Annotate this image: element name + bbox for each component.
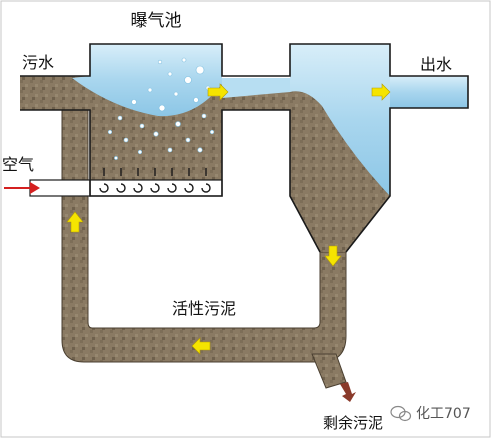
- flow-arrows: [66, 83, 391, 355]
- flow-arrow-right-aeration: [207, 83, 229, 101]
- tank-outline: [20, 43, 469, 253]
- influent-pipe: [20, 76, 90, 110]
- effluent-label: 出水: [420, 55, 452, 74]
- diffuser-nozzles: [99, 168, 211, 193]
- activated-sludge-label: 活性污泥: [172, 299, 236, 318]
- air-label: 空气: [2, 155, 34, 174]
- flow-arrow-down-hopper: [324, 245, 342, 267]
- influent-label: 污水: [22, 53, 54, 72]
- watermark-text: 化工707: [416, 406, 471, 422]
- excess-sludge-pipe: [311, 353, 347, 389]
- effluent-pipe: [390, 76, 468, 108]
- flow-arrow-right-effluent: [371, 83, 391, 101]
- watermark: 化工707: [390, 405, 471, 422]
- channel-water: [222, 78, 290, 98]
- flow-arrow-left-return: [191, 337, 211, 355]
- clarifier-water: [290, 44, 390, 196]
- wechat-icon: [390, 405, 412, 422]
- flow-arrow-up-return: [66, 211, 84, 233]
- excess-sludge-arrow: [340, 382, 356, 402]
- aeration-tank-label: 曝气池: [131, 11, 182, 31]
- excess-sludge-label: 剩余污泥: [323, 414, 383, 432]
- air-inflow-arrowhead: [30, 182, 40, 194]
